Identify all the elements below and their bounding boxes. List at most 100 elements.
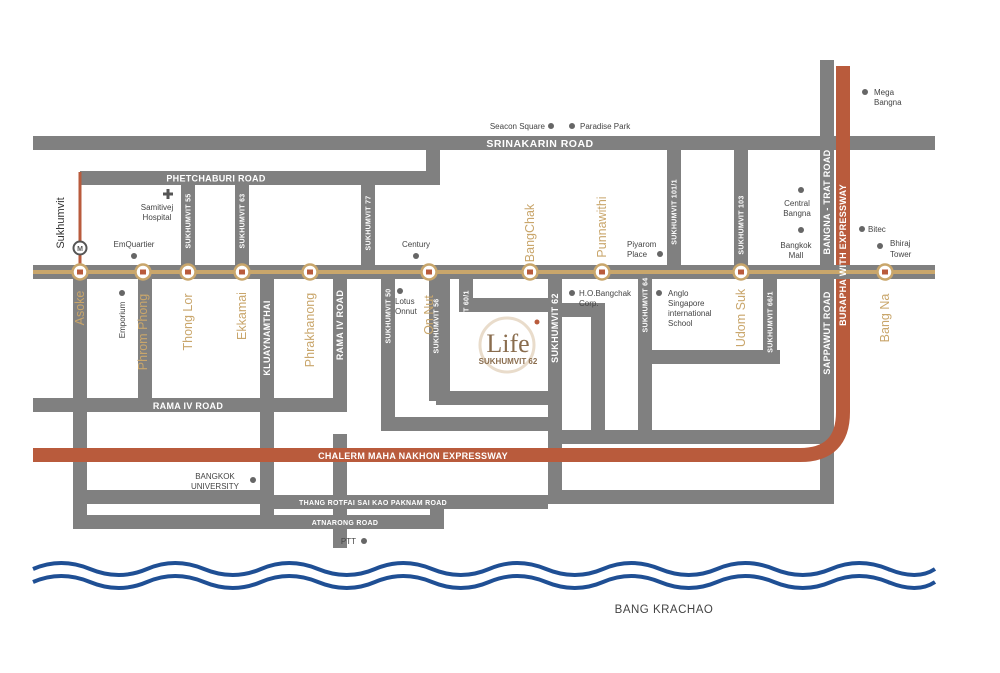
bts-station-icon[interactable]: [233, 263, 251, 281]
label-soi-64: SUKHUMVIT 64: [643, 278, 650, 333]
poi-mega-bangna-1[interactable]: Mega: [874, 88, 895, 97]
svg-text:M: M: [77, 246, 83, 253]
poi-ho-bangchak-1[interactable]: H.O.Bangchak: [579, 289, 632, 298]
label-soi-56: SUKHUMVIT 56: [434, 299, 441, 354]
station-phrom-phong: Phrom Phong: [136, 294, 150, 370]
expressway-chalerm-maha-nakhon: [33, 66, 850, 462]
bts-station-icon[interactable]: [301, 263, 319, 281]
poi-lotus-onnut-2[interactable]: Onnut: [395, 307, 418, 316]
label-rama-iv-vertical: RAMA IV ROAD: [335, 290, 345, 360]
label-srinakarin: SRINAKARIN ROAD: [486, 138, 593, 150]
poi-dot-icon: [413, 253, 419, 259]
bts-station-icon[interactable]: [179, 263, 197, 281]
bts-station-icon[interactable]: [71, 263, 89, 281]
mrt-station-icon[interactable]: M: [72, 240, 88, 256]
poi-anglo-1[interactable]: Anglo: [668, 289, 689, 298]
poi-seacon-square[interactable]: Seacon Square: [490, 122, 546, 131]
road-soi-60-1: [436, 272, 555, 405]
label-bangna-trat: BANGNA - TRAT ROAD: [822, 149, 832, 254]
poi-bhiraj-2[interactable]: Tower: [890, 250, 912, 259]
road-soi-50: [381, 272, 555, 431]
hospital-cross-icon: [163, 189, 173, 199]
bts-station-icon[interactable]: [876, 263, 894, 281]
poi-bhiraj-1[interactable]: Bhiraj: [890, 239, 911, 248]
poi-dot-icon: [862, 89, 868, 95]
station-asoke: Asoke: [73, 291, 87, 326]
label-kluaynamthai: KLUAYNAMTHAI: [262, 300, 272, 375]
bts-station-icon[interactable]: [593, 263, 611, 281]
poi-dot-icon: [250, 477, 256, 483]
logo-dot: [534, 319, 540, 325]
poi-piyarom-2[interactable]: Place: [627, 250, 648, 259]
label-atnarong: ATNARONG ROAD: [312, 520, 378, 527]
poi-ho-bangchak-2[interactable]: Corp.: [579, 299, 599, 308]
label-soi-101-1: SUKHUMVIT 101/1: [672, 179, 679, 245]
poi-dot-icon: [119, 290, 125, 296]
poi-bangkok-university-1[interactable]: BANGKOK: [195, 472, 235, 481]
road-rama-iv: [33, 272, 347, 412]
poi-bangkok-mall-2[interactable]: Mall: [789, 251, 804, 260]
station-sukhumvit: Sukhumvit: [55, 197, 67, 248]
area-bang-krachao: BANG KRACHAO: [615, 604, 714, 616]
poi-bangkok-mall-1[interactable]: Bangkok: [780, 241, 812, 250]
poi-century[interactable]: Century: [402, 240, 430, 249]
poi-dot-icon: [798, 187, 804, 193]
bts-station-icon[interactable]: [420, 263, 438, 281]
poi-anglo-4[interactable]: School: [668, 319, 693, 328]
poi-lotus-onnut-1[interactable]: Lotus: [395, 297, 415, 306]
label-burapha: BURAPHA WITH EXPRESSWAY: [838, 184, 848, 326]
bts-station-icon[interactable]: [134, 263, 152, 281]
bts-station-icon[interactable]: [732, 263, 750, 281]
project-name: Life: [486, 329, 529, 358]
road-network: [33, 60, 935, 548]
poi-paradise-park[interactable]: Paradise Park: [580, 122, 631, 131]
poi-central-bangna-2[interactable]: Bangna: [783, 209, 811, 218]
poi-samitivej-1[interactable]: Samitivej: [141, 203, 174, 212]
poi-dot-icon: [656, 290, 662, 296]
poi-dot-icon: [397, 288, 403, 294]
label-soi-103: SUKHUMVIT 103: [739, 195, 746, 254]
project-logo[interactable]: Life SUKHUMVIT 62: [478, 316, 540, 374]
poi-piyarom-1[interactable]: Piyarom: [627, 240, 657, 249]
label-phetchaburi: PHETCHABURI ROAD: [166, 174, 266, 184]
station-punnawithi: Punnawithi: [595, 196, 609, 257]
station-udom-suk: Udom Suk: [734, 288, 748, 347]
poi-dot-icon: [361, 538, 367, 544]
label-soi-77: SUKHUMVIT 77: [366, 196, 373, 251]
label-soi-66-1: SUKHUMVIT 66/1: [768, 291, 775, 352]
road-soi-60-1-inner: [459, 272, 555, 312]
station-bangchak: BangChak: [523, 203, 537, 262]
label-soi-55: SUKHUMVIT 55: [186, 194, 193, 249]
label-thang-rotfai: THANG ROTFAI SAI KAO PAKNAM ROAD: [299, 500, 447, 507]
river-chao-phraya: [32, 561, 937, 590]
poi-bangkok-university-2[interactable]: UNIVERSITY: [191, 482, 240, 491]
project-subtitle: SUKHUMVIT 62: [479, 357, 538, 366]
poi-dot-icon: [131, 253, 137, 259]
poi-emporium[interactable]: Emporium: [118, 301, 127, 338]
poi-samitivej-2[interactable]: Hospital: [143, 213, 172, 222]
logo-ring: [478, 316, 536, 374]
station-thong-lor: Thong Lor: [181, 294, 195, 351]
river-wave-bottom: [32, 574, 937, 590]
poi-dot-icon: [877, 243, 883, 249]
label-soi-63: SUKHUMVIT 63: [240, 194, 247, 249]
poi-mega-bangna-2[interactable]: Bangna: [874, 98, 902, 107]
label-sappawut: SAPPAWUT ROAD: [822, 291, 832, 374]
poi-anglo-3[interactable]: international: [668, 309, 712, 318]
road-bangchak-loop: [555, 303, 605, 437]
poi-dot-icon: [798, 227, 804, 233]
poi-dot-icon: [548, 123, 554, 129]
poi-bitec[interactable]: Bitec: [868, 225, 886, 234]
poi-central-bangna-1[interactable]: Central: [784, 199, 810, 208]
poi-ptt[interactable]: PTT: [341, 537, 356, 546]
poi-emquartier[interactable]: EmQuartier: [114, 240, 155, 249]
bts-station-icon[interactable]: [521, 263, 539, 281]
poi-anglo-2[interactable]: Singapore: [668, 299, 705, 308]
poi-dot-icon: [569, 290, 575, 296]
label-soi-50: SUKHUMVIT 50: [386, 289, 393, 344]
station-ekkamai: Ekkamai: [235, 292, 249, 340]
label-soi-62: SUKHUMVIT 62: [550, 293, 560, 363]
station-bang-na: Bang Na: [878, 294, 892, 343]
station-on-nut: On Nut: [422, 295, 436, 335]
